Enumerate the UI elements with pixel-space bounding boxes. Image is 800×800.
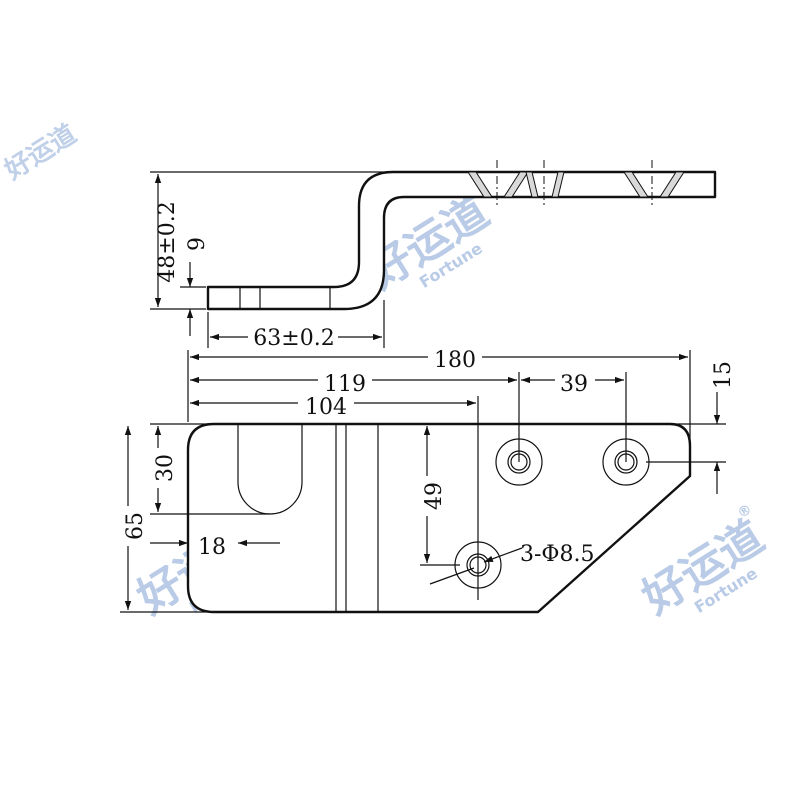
- plate-outline: [186, 422, 692, 614]
- countersink-section: [659, 171, 685, 198]
- dim-hole-spacing: 39: [560, 372, 588, 397]
- leader-line: [429, 567, 475, 585]
- hole-section: [551, 171, 565, 198]
- dim-side-height: 48±0.2: [155, 201, 180, 282]
- watermark-right: 好运道 Fortune ®: [633, 501, 773, 625]
- dim-lower-hole-height: 49: [422, 482, 447, 510]
- dim-total-length: 180: [434, 348, 476, 373]
- side-view: 48±0.2 9 63±0.2: [150, 160, 717, 351]
- watermark-brand-cn: 好运道: [0, 118, 82, 186]
- countersink-section: [503, 171, 529, 198]
- dim-thickness: 9: [185, 237, 210, 251]
- top-view: 180 119 39 104 15 30 18: [118, 344, 736, 614]
- watermark-left: 好运道: [0, 118, 82, 186]
- dim-slot-depth: 30: [153, 454, 178, 482]
- leader-line: [483, 547, 523, 563]
- hole-section: [525, 171, 539, 198]
- side-profile: [206, 170, 717, 311]
- dim-side-offset: 63±0.2: [253, 326, 334, 351]
- dim-hole-callout: 3-Φ8.5: [520, 542, 594, 567]
- dim-slot-width: 18: [198, 535, 226, 560]
- dim-lower-hole: 104: [305, 395, 347, 420]
- dim-edge-offset: 15: [711, 361, 736, 389]
- countersink-section: [623, 171, 649, 198]
- dim-total-height: 65: [123, 512, 148, 540]
- countersink-section: [467, 171, 493, 198]
